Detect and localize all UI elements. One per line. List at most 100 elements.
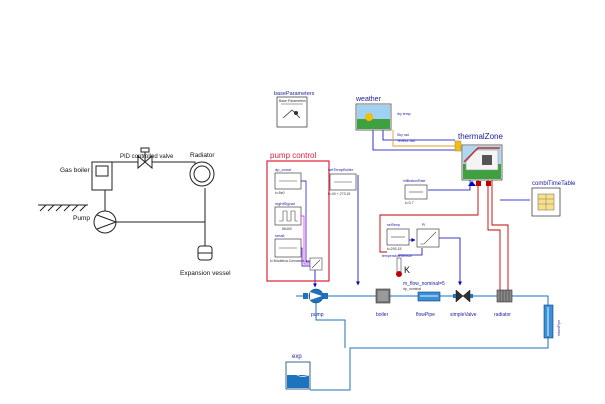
set-temp-block[interactable]: [386, 228, 410, 246]
pump-label: Pump: [73, 215, 90, 222]
night-signal-block[interactable]: [274, 206, 302, 226]
return-pipe-name: returnPipe: [557, 320, 561, 336]
radiator-component[interactable]: [496, 289, 513, 303]
pid-valve-label: PID controlled valve: [120, 154, 174, 160]
heating-schematic: [38, 147, 215, 261]
small-name: small: [275, 233, 284, 238]
radiator-inner: [193, 165, 211, 183]
house-window: [482, 155, 492, 165]
dp-const-value: k=5e0: [275, 191, 285, 195]
simple-valve-component[interactable]: [453, 289, 473, 303]
signal-weather-zone[interactable]: [372, 130, 455, 151]
schematic-return-line: [116, 188, 206, 223]
switch-icon: [311, 259, 321, 269]
exp-component[interactable]: [285, 361, 311, 390]
weather-name: weather: [355, 96, 382, 103]
valve-port-a[interactable]: [453, 294, 456, 298]
pump-icon: [93, 210, 117, 234]
valve-port-b[interactable]: [470, 294, 473, 298]
weather-terrest-rad: Terrest. rad: [397, 139, 415, 143]
base-parameters-sun: [294, 111, 298, 115]
gas-boiler-label: Gas boiler: [60, 167, 90, 174]
valve-actuator: [140, 147, 150, 153]
pump-control-group[interactable]: [266, 160, 330, 282]
exp-wave: [286, 373, 310, 377]
set-temp-boiler-block[interactable]: [329, 173, 357, 191]
thermal-zone-input-port[interactable]: [468, 181, 476, 186]
dp-const-name: dp_const: [275, 167, 292, 172]
dp-const-block[interactable]: [274, 172, 302, 190]
signal-weather-zone-2[interactable]: [382, 130, 455, 141]
simple-valve-name: simpleValve: [450, 312, 477, 318]
temperature-sensor-unit: K: [404, 265, 410, 275]
pump-symbol: [96, 214, 118, 230]
sun-icon: [365, 113, 373, 121]
base-parameters-icon: [282, 109, 301, 119]
boiler-name: boiler: [376, 312, 389, 318]
flow-pipe-name: flowPipe: [416, 312, 435, 318]
pulse-icon: [279, 210, 298, 222]
pump-arrow-icon: [310, 292, 322, 300]
signal-infiltration-zone[interactable]: [428, 180, 471, 191]
return-pipe-component[interactable]: [543, 304, 554, 339]
switch-block[interactable]: [309, 257, 323, 271]
small-value: k=Modelica.Constants.small: [270, 259, 314, 263]
temperature-sensor-block[interactable]: [396, 257, 402, 277]
combi-time-table-block[interactable]: [531, 187, 561, 217]
pi-block[interactable]: [416, 228, 440, 248]
pump-port-a[interactable]: [303, 293, 308, 299]
pump-component[interactable]: [303, 288, 328, 304]
weather-block[interactable]: [355, 103, 392, 131]
dp-label: dp_nominal: [403, 287, 421, 291]
thermal-zone-heat-port-rad[interactable]: [486, 181, 491, 186]
radiator-name: radiator: [494, 312, 511, 318]
thermal-zone-block[interactable]: [461, 144, 503, 181]
weather-sky: [357, 105, 390, 119]
heat-zone-radiator-rad[interactable]: [491, 180, 509, 290]
heat-zone-sensor[interactable]: [379, 180, 479, 253]
weather-ground: [357, 119, 390, 129]
weather-solar-line[interactable]: [392, 130, 455, 147]
temperature-sensor-name: temperatureSensor: [382, 254, 413, 258]
signal-dpconst-switch[interactable]: [301, 180, 310, 263]
set-temp-boiler-value: k=40 + 273.15: [328, 192, 350, 196]
pi-icon: [420, 231, 437, 245]
exp-water-icon: [287, 375, 309, 388]
signal-sensor-pi[interactable]: [398, 248, 423, 256]
infiltration-rate-value: k=0.7: [405, 201, 414, 205]
thermometer-icon: [396, 271, 402, 277]
set-temp-value: k=293.15: [387, 247, 402, 251]
base-parameters-block[interactable]: [276, 96, 308, 128]
weather-sky-rad: Sky rad: [397, 133, 409, 137]
set-temp-boiler-name: setTempBoiler: [328, 167, 354, 172]
fluid-radiator-return[interactable]: [512, 295, 549, 305]
base-parameters-name: baseParameters: [274, 91, 315, 97]
boiler-icon: [378, 291, 388, 301]
fluid-connections: [296, 295, 549, 391]
night-signal-name: nightSignal: [275, 201, 295, 206]
base-parameters-inner-label: Base Parameters: [279, 99, 306, 103]
pump-name: pump: [311, 312, 324, 318]
gas-boiler-burner: [95, 165, 109, 177]
weather-dry-temp: dry temp: [397, 112, 411, 116]
combi-time-table-name: combiTimeTable: [532, 181, 576, 187]
valve-icon: [455, 289, 471, 303]
infiltration-rate-name: infiltrationRate: [403, 179, 425, 183]
signal-night-switch[interactable]: [301, 215, 310, 265]
thermal-zone-heat-port-air[interactable]: [476, 181, 481, 186]
signal-small-switch[interactable]: [301, 247, 310, 267]
fluid-pump-exp[interactable]: [315, 303, 346, 348]
flow-pipe-component[interactable]: [417, 291, 441, 302]
heat-connections: [379, 180, 509, 290]
small-block[interactable]: [274, 238, 302, 258]
radiator-label: Radiator: [190, 152, 215, 159]
boiler-component[interactable]: [375, 288, 391, 304]
signal-pi-valve[interactable]: [430, 237, 462, 286]
expansion-vessel-label: Expansion vessel: [180, 270, 231, 277]
fluid-return-loop[interactable]: [310, 338, 549, 391]
infiltration-rate-block[interactable]: [404, 184, 428, 200]
pump-port-b[interactable]: [323, 293, 328, 299]
heat-zone-radiator-conv[interactable]: [487, 180, 501, 290]
thermal-zone-solar-port[interactable]: [454, 140, 462, 152]
